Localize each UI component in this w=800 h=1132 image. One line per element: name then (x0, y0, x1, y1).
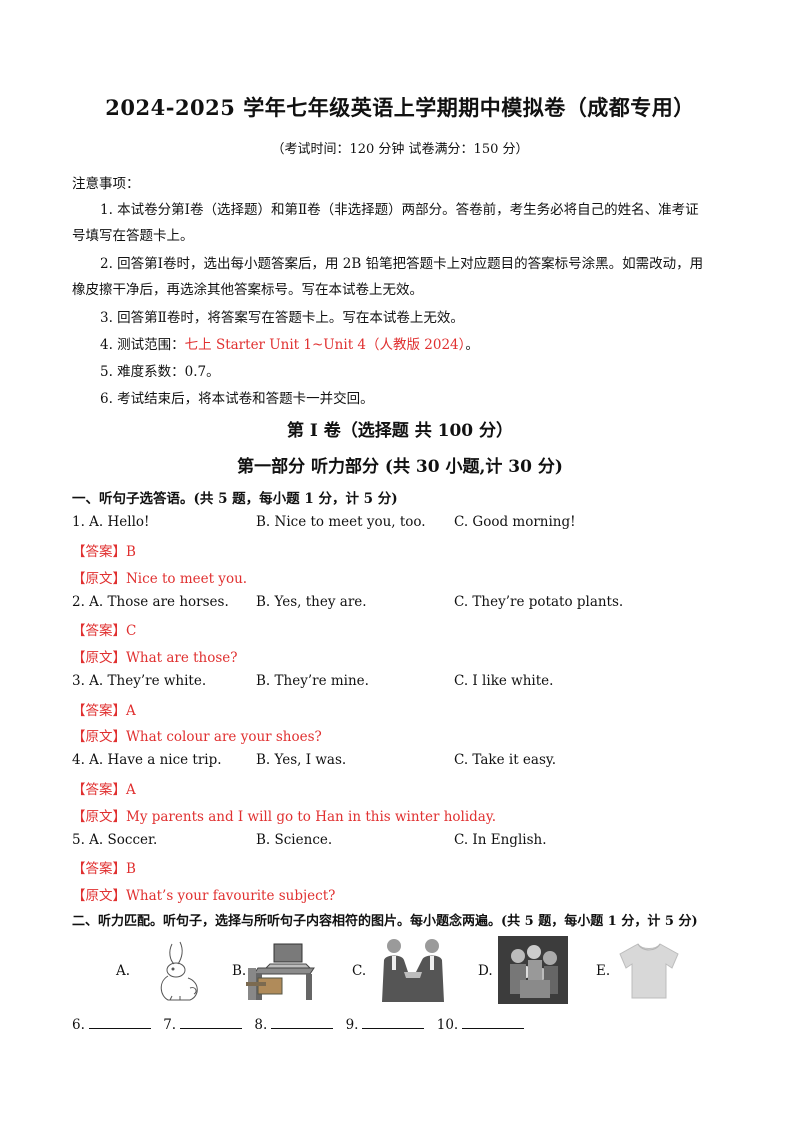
blank-10[interactable] (462, 1016, 525, 1029)
note-4-range: 七上 Starter Unit 1~Unit 4（人教版 2024） (184, 337, 466, 353)
question-4-option-c: C. Take it easy. (454, 752, 557, 768)
family-photo-icon (498, 936, 568, 1004)
desk-laptop-icon (246, 943, 315, 1000)
note-4: 4. 测试范围：七上 Starter Unit 1~Unit 4（人教版 202… (100, 333, 479, 353)
exam-subtitle: （考试时间：120 分钟 试卷满分：150 分） (271, 142, 529, 157)
question-3-answer: 【答案】A (72, 703, 136, 719)
question-5-answer: 【答案】B (72, 861, 136, 877)
answer-blanks: 6. 7. 8. 9. 10. (72, 1016, 532, 1033)
picture-label-d: D. (478, 963, 493, 979)
blank-9[interactable] (362, 1016, 425, 1029)
volume-title: 第 I 卷（选择题 共 100 分） (286, 421, 514, 441)
tshirt-icon (619, 943, 679, 999)
blank-6-label: 6. (72, 1017, 85, 1033)
question-3-option-b: B. They’re mine. (256, 673, 369, 689)
rabbit-icon (160, 941, 198, 1001)
question-3-option-a: 3. A. They’re white. (72, 673, 207, 689)
question-3-original: 【原文】What colour are your shoes? (72, 729, 322, 745)
picture-label-a: A. (116, 963, 131, 979)
picture-label-c: C. (352, 963, 367, 979)
note-2-line-2: 橡皮擦干净后，再选涂其他答案标号。写在本试卷上无效。 (72, 282, 423, 298)
question-5-original: 【原文】What’s your favourite subject? (72, 888, 336, 904)
question-1-answer: 【答案】B (72, 544, 136, 560)
picture-label-b: B. (232, 963, 247, 979)
section-2-heading: 二、听力匹配。听句子，选择与所听句子内容相符的图片。每小题念两遍。(共 5 题，… (72, 914, 698, 929)
question-2-answer: 【答案】C (72, 623, 137, 639)
note-3: 3. 回答第Ⅱ卷时，将答案写在答题卡上。写在本试卷上无效。 (100, 310, 464, 326)
question-4-option-b: B. Yes, I was. (256, 752, 347, 768)
question-1-original: 【原文】Nice to meet you. (72, 571, 248, 587)
notes-heading: 注意事项： (72, 176, 140, 192)
blank-8-label: 8. (254, 1017, 268, 1033)
picture-label-e: E. (596, 963, 611, 979)
question-5-option-a: 5. A. Soccer. (72, 832, 158, 848)
question-5-option-b: B. Science. (256, 832, 333, 848)
question-2-option-b: B. Yes, they are. (256, 594, 367, 610)
part-title: 第一部分 听力部分 (共 30 小题,计 30 分) (237, 457, 563, 477)
question-2-original: 【原文】What are those? (72, 650, 238, 666)
exam-title: 2024-2025 学年七年级英语上学期期中模拟卷（成都专用） (105, 95, 695, 120)
question-4-original: 【原文】My parents and I will go to Han in t… (72, 809, 496, 825)
note-4-suffix: 。 (465, 337, 479, 353)
blank-8[interactable] (271, 1016, 334, 1029)
blank-9-label: 9. (345, 1017, 359, 1033)
question-5-option-c: C. In English. (454, 832, 547, 848)
blank-10-label: 10. (436, 1017, 459, 1033)
question-1-option-c: C. Good morning! (454, 514, 576, 530)
question-3-option-c: C. I like white. (454, 673, 554, 689)
blank-7-label: 7. (163, 1017, 177, 1033)
handshake-icon (382, 939, 444, 1002)
note-4-prefix: 4. 测试范围： (100, 337, 185, 353)
note-2-line-1: 2. 回答第Ⅰ卷时，选出每小题答案后，用 2B 铅笔把答题卡上对应题目的答案标号… (100, 256, 704, 272)
blank-6[interactable] (88, 1016, 151, 1029)
note-6: 6. 考试结束后，将本试卷和答题卡一并交回。 (100, 391, 374, 407)
note-1-line-2: 号填写在答题卡上。 (72, 228, 194, 244)
question-4-answer: 【答案】A (72, 782, 136, 798)
question-1-option-b: B. Nice to meet you, too. (256, 514, 426, 530)
question-2-option-a: 2. A. Those are horses. (72, 594, 229, 610)
blank-7[interactable] (180, 1016, 243, 1029)
question-4-option-a: 4. A. Have a nice trip. (72, 752, 222, 768)
question-1-option-a: 1. A. Hello! (72, 514, 150, 530)
note-5: 5. 难度系数：0.7。 (100, 364, 220, 380)
note-1-line-1: 1. 本试卷分第Ⅰ卷（选择题）和第Ⅱ卷（非选择题）两部分。答卷前，考生务必将自己… (100, 202, 699, 218)
section-1-heading: 一、听句子选答语。(共 5 题，每小题 1 分，计 5 分) (72, 491, 398, 507)
question-2-option-c: C. They’re potato plants. (454, 594, 624, 610)
